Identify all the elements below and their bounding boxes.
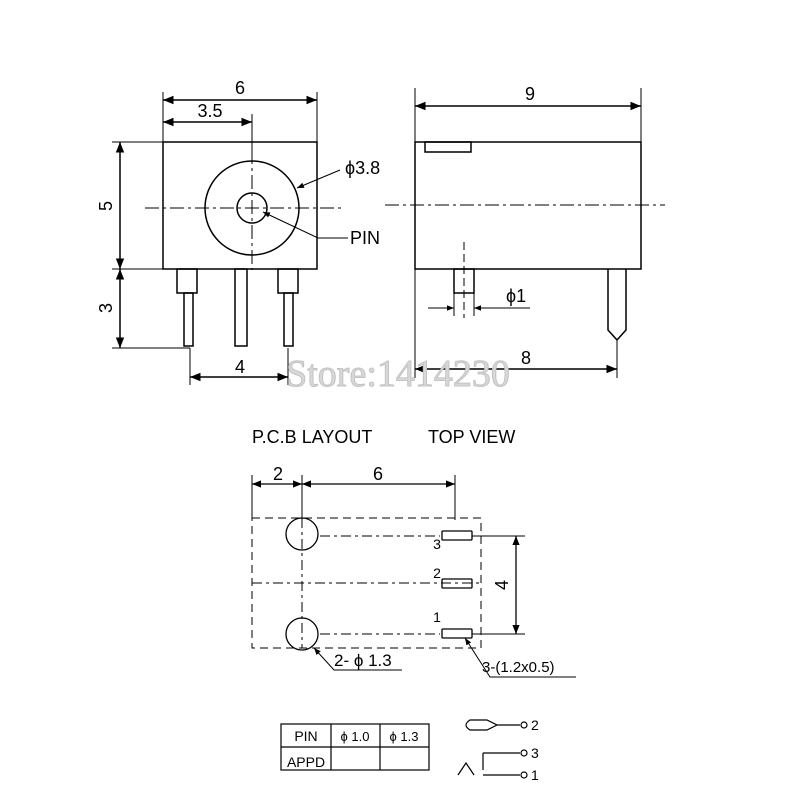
hole-spacing-label: 6 (373, 464, 383, 484)
side-view-labels: 9 ϕ1 8 (506, 84, 535, 368)
jack-front-body (162, 141, 318, 270)
pad-number-2: 2 (433, 565, 441, 581)
pcb-layout-title: P.C.B LAYOUT (252, 427, 372, 447)
schematic-pin-1: 1 (531, 767, 539, 783)
table-header-d1: ϕ 1.0 (341, 729, 370, 744)
pin-length-label: 3 (96, 303, 116, 313)
table-header-d13: ϕ 1.3 (390, 729, 419, 744)
pcb-labels: 2 6 3 2 1 4 2- ϕ 1.3 3-(1.2x0.5) (273, 464, 555, 676)
pad-number-3: 3 (433, 536, 441, 552)
pad-3 (441, 530, 473, 541)
length-label: 9 (525, 84, 535, 104)
pad-size-label: 3-(1.2x0.5) (482, 659, 555, 676)
pad-1 (441, 628, 473, 639)
side-view (385, 88, 665, 378)
schematic-pin-2: 2 (531, 717, 539, 733)
pin-spacing-label: 4 (235, 357, 245, 377)
table-header-pin: PIN (294, 728, 317, 744)
pcb-titles: P.C.B LAYOUT TOP VIEW (252, 427, 515, 447)
pin-offset-label: 8 (521, 348, 531, 368)
schematic-pin-3: 3 (531, 745, 539, 761)
schematic-labels: 2 3 1 (531, 717, 539, 783)
top-view-title: TOP VIEW (428, 427, 515, 447)
hole-size-label: 2- ϕ 1.3 (334, 651, 392, 670)
side-pin-long (607, 269, 627, 342)
front-view-labels: 6 3.5 5 3 ϕ3.8 PIN 4 (96, 78, 380, 377)
mounting-hole-bottom (285, 617, 319, 651)
store-watermark: Store:1414230 (286, 353, 510, 395)
width-label: 6 (235, 78, 245, 98)
pin-diameter-label: ϕ1 (506, 286, 526, 306)
jack-schematic (457, 719, 528, 779)
pad-spacing-label: 4 (492, 580, 512, 590)
mounting-hole-top (285, 517, 319, 551)
height-label: 5 (96, 201, 116, 211)
schematic-tip-icon (465, 719, 499, 731)
side-pin-short (453, 268, 475, 294)
pcb-layout-drawing (251, 475, 576, 678)
pin-table (280, 723, 430, 771)
offset-label: 3.5 (197, 101, 222, 121)
front-view (112, 92, 348, 385)
left-offset-label: 2 (273, 464, 283, 484)
pad-2 (441, 578, 473, 589)
jack-front-pins (176, 268, 299, 347)
pin-table-text: PIN ϕ 1.0 ϕ 1.3 APPD (287, 728, 419, 770)
pin-callout-label: PIN (350, 228, 380, 248)
bore-diameter-label: ϕ3.8 (345, 158, 380, 178)
table-row-label: APPD (287, 754, 325, 770)
pad-number-1: 1 (433, 609, 441, 625)
